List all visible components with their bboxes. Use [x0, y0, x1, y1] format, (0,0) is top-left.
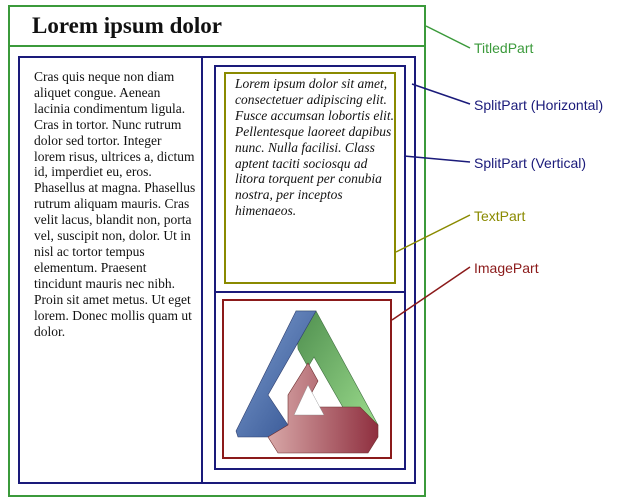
- split-horizontal-divider: [201, 56, 203, 484]
- text-part-frame: Lorem ipsum dolor sit amet, consectetuer…: [224, 72, 396, 284]
- split-vertical-divider: [214, 291, 406, 293]
- image-part-connector: [391, 266, 471, 321]
- titled-part-label: TitledPart: [474, 40, 534, 56]
- text-part-content: Lorem ipsum dolor sit amet, consectetuer…: [235, 76, 394, 219]
- text-part-label: TextPart: [474, 208, 526, 224]
- split-horizontal-label: SplitPart (Horizontal): [474, 97, 604, 113]
- page-title: Lorem ipsum dolor: [32, 13, 222, 38]
- titled-part-connector: [425, 25, 471, 49]
- title-bar: Lorem ipsum dolor: [10, 7, 424, 47]
- penrose-triangle-image: [235, 310, 379, 454]
- text-part-connector: [395, 214, 471, 253]
- left-column-text: Cras quis neque non diam aliquet congue.…: [34, 69, 196, 339]
- titled-part-frame: Lorem ipsum dolor: [8, 5, 426, 497]
- split-vertical-connector: [403, 155, 471, 163]
- split-vertical-label: SplitPart (Vertical): [474, 155, 587, 171]
- image-part-label: ImagePart: [474, 260, 539, 276]
- image-part-frame: [222, 299, 392, 459]
- split-part-vertical-frame: [214, 65, 406, 470]
- split-horizontal-connector: [411, 83, 471, 105]
- split-part-horizontal-frame: [18, 56, 416, 484]
